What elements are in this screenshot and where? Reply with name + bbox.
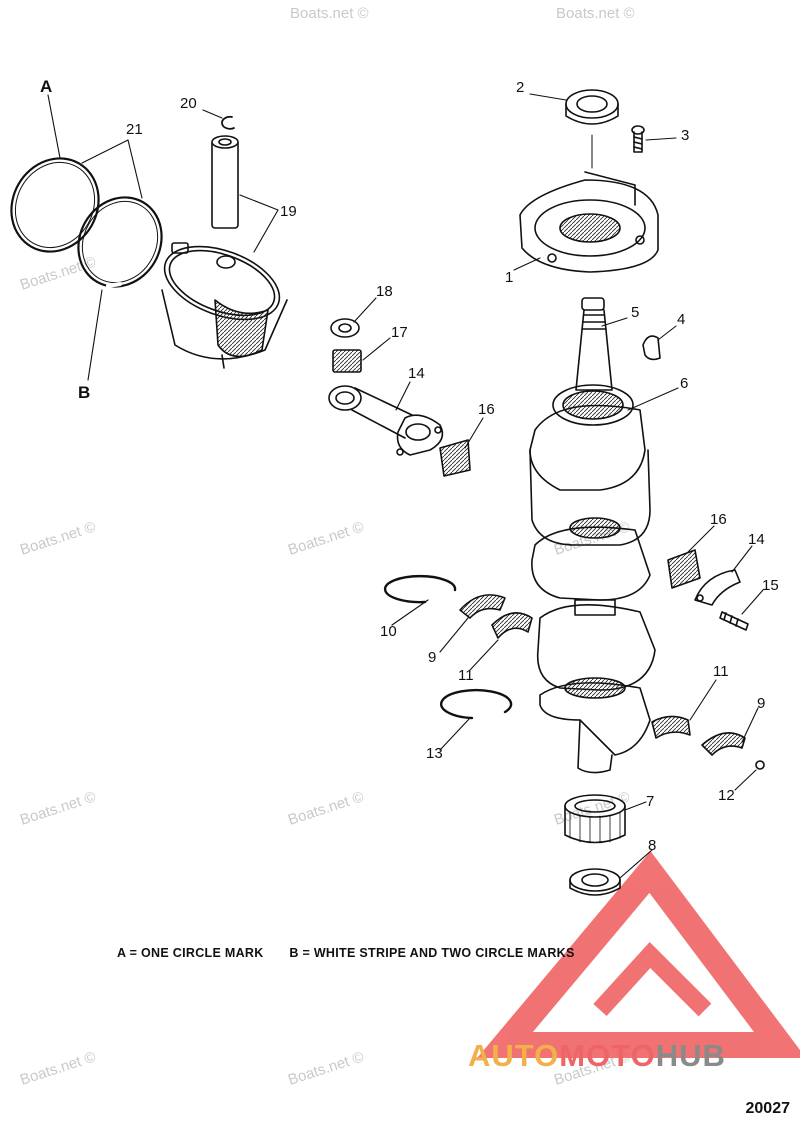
callout-numbers: 1 2 3 4 5 6 7 8 9 9 10 11 11 12 13 14 14… <box>126 79 779 854</box>
callout-16-lower: 16 <box>710 511 727 528</box>
watermark: Boats.net © <box>18 788 98 828</box>
callout-14-upper: 14 <box>408 365 425 382</box>
watermark: Boats.net © <box>290 5 369 22</box>
connecting-rod <box>328 385 444 456</box>
rod-bolt <box>719 611 749 631</box>
crankshaft-seal-upper <box>565 89 619 125</box>
callout-17: 17 <box>391 324 408 341</box>
legend-a: A = ONE CIRCLE MARK <box>117 946 264 960</box>
crankshaft <box>529 297 656 774</box>
screw <box>631 125 645 153</box>
callout-14-lower: 14 <box>748 531 765 548</box>
callout-4: 4 <box>677 311 685 328</box>
wrist-pin <box>211 135 239 229</box>
callout-7: 7 <box>646 793 654 810</box>
callout-3: 3 <box>681 127 689 144</box>
watermarks: Boats.net © Boats.net © Boats.net © Boat… <box>18 5 635 1089</box>
bearing-race-half-left <box>459 594 506 619</box>
retaining-ring <box>383 574 457 604</box>
watermark: Boats.net © <box>286 788 366 828</box>
brand-part-2: MOTO <box>559 1038 656 1073</box>
bearing-cage-lower <box>667 549 701 589</box>
callout-21: 21 <box>126 121 143 138</box>
letter-label-a: A <box>40 77 52 96</box>
bearing-race-half-right <box>701 732 746 756</box>
wrist-pin-clip <box>221 115 235 130</box>
callout-9-left: 9 <box>428 649 436 666</box>
callout-20: 20 <box>180 95 197 112</box>
legend-b: B = WHITE STRIPE AND TWO CIRCLE MARKS <box>289 946 575 960</box>
roller-bearing <box>564 794 626 844</box>
woodruff-key <box>642 335 661 361</box>
thrust-washer <box>330 318 360 338</box>
document-number: 20027 <box>745 1100 791 1117</box>
piston-ring-b <box>77 196 163 288</box>
retainer-clip <box>755 760 765 770</box>
brand-logo-triangle <box>477 851 800 1058</box>
callout-11-right: 11 <box>713 663 729 680</box>
bearing-cage-upper <box>439 439 471 477</box>
piston-ring-a <box>10 157 100 253</box>
callout-2: 2 <box>516 79 524 96</box>
brand-wordmark: AUTOMOTOHUB <box>468 1038 726 1074</box>
callout-8: 8 <box>648 837 656 854</box>
callout-16-upper: 16 <box>478 401 495 418</box>
callout-1: 1 <box>505 269 513 286</box>
callout-12: 12 <box>718 787 735 804</box>
end-cap-bearing-carrier <box>519 171 659 273</box>
needle-bearing-small <box>332 349 362 373</box>
watermark: Boats.net © <box>18 518 98 558</box>
callout-18: 18 <box>376 283 393 300</box>
callout-5: 5 <box>631 304 639 321</box>
piston <box>161 242 288 369</box>
watermark: Boats.net © <box>286 1048 366 1088</box>
brand-part-1: AUTO <box>468 1038 560 1073</box>
crankshaft-seal-lower <box>569 868 621 896</box>
watermark: Boats.net © <box>18 1048 98 1088</box>
callout-10: 10 <box>380 623 397 640</box>
callout-13: 13 <box>426 745 443 762</box>
callout-11-left: 11 <box>458 667 474 684</box>
bearing-half-left <box>491 612 533 639</box>
callout-19: 19 <box>280 203 297 220</box>
leader-lines <box>47 93 764 879</box>
watermark: Boats.net © <box>556 5 635 22</box>
bearing-half-right <box>651 715 691 739</box>
callout-9-right: 9 <box>757 695 765 712</box>
rod-cap <box>694 569 741 606</box>
brand-part-3: HUB <box>655 1038 726 1073</box>
letter-label-b: B <box>78 383 90 402</box>
callout-15: 15 <box>762 577 779 594</box>
retaining-ring-lower <box>439 688 513 720</box>
callout-6: 6 <box>680 375 688 392</box>
diagram-legend: A = ONE CIRCLE MARK B = WHITE STRIPE AND… <box>117 946 597 960</box>
watermark: Boats.net © <box>286 518 366 558</box>
